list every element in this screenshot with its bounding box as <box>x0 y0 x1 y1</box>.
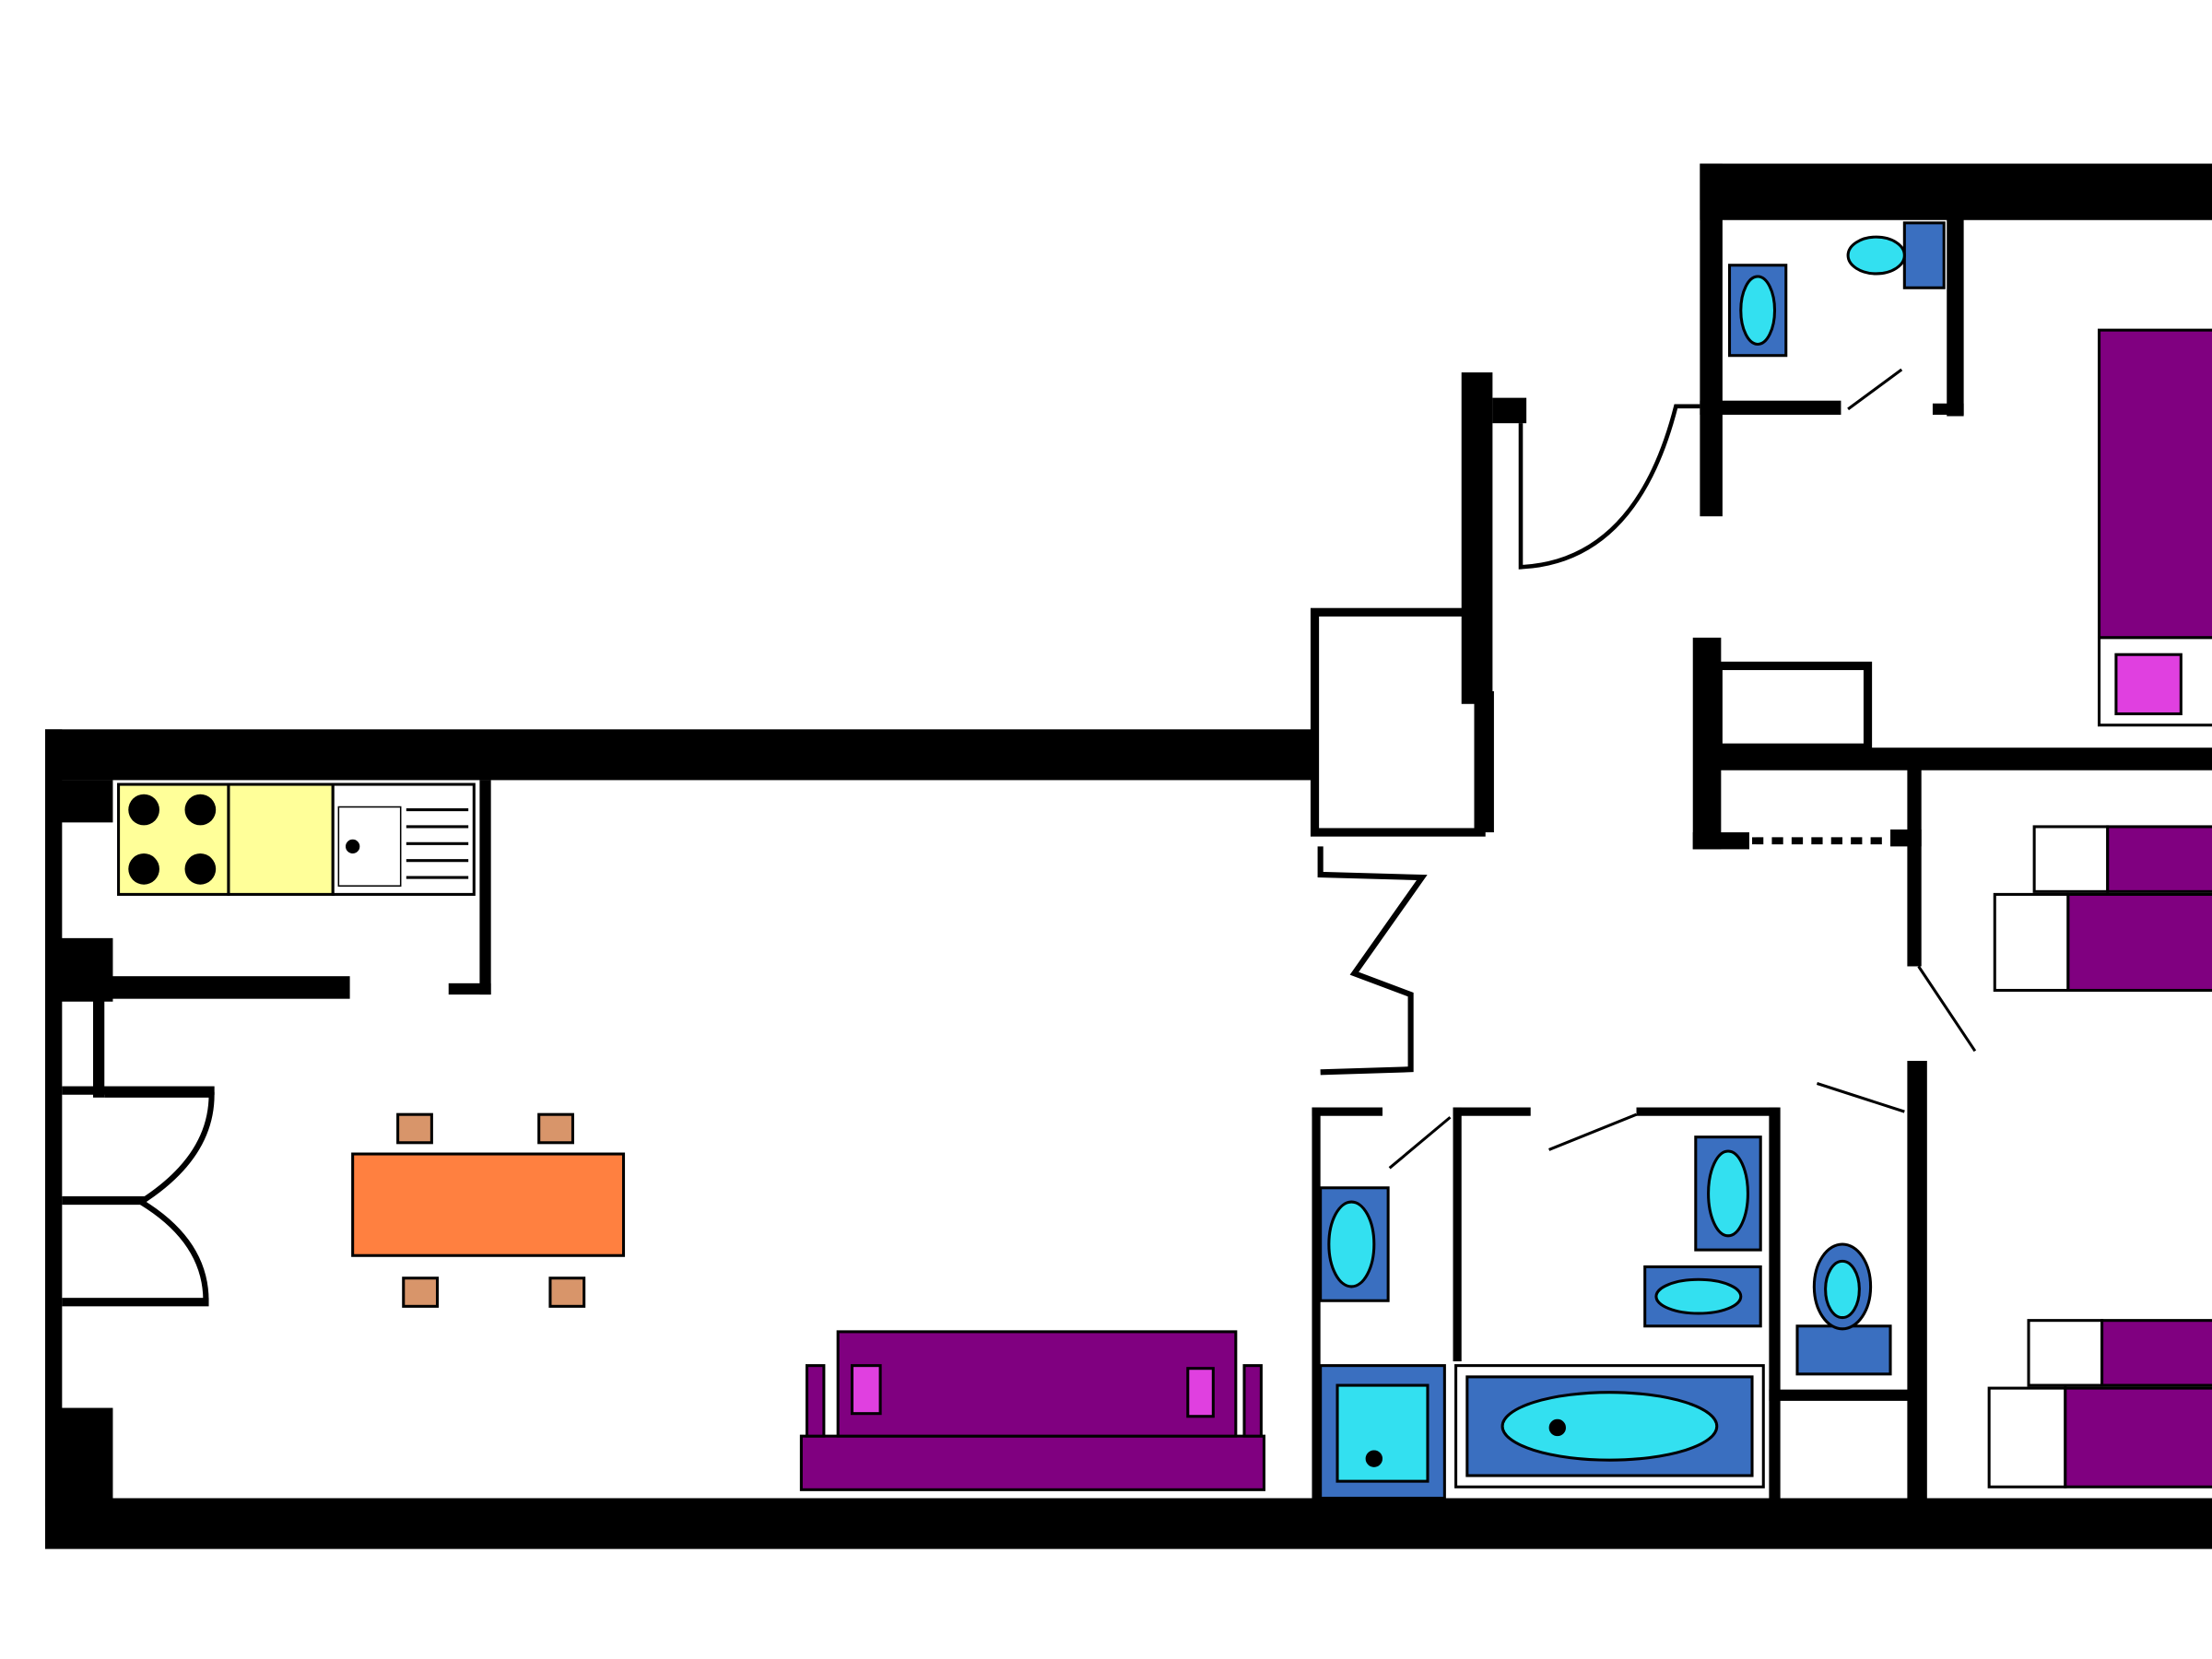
ensuite-toilet-tank <box>1902 221 1946 289</box>
wall-closet-b <box>62 1195 147 1206</box>
single-bed-lower-pillow <box>1987 1386 2067 1488</box>
wall-bath-left <box>1312 1107 1321 1503</box>
sofa-cushion <box>850 1364 882 1416</box>
single-bed-upper-pillow <box>2027 1319 2104 1387</box>
wall-left-lower <box>44 1407 113 1507</box>
wall-bath-top3 <box>1636 1107 1778 1116</box>
kitchen <box>117 782 476 896</box>
pillow <box>2114 653 2183 716</box>
bidet-basin <box>1654 1277 1743 1315</box>
door-bath <box>1388 1116 1452 1170</box>
wall-ensuite-floor <box>1700 400 1841 415</box>
wall-kitchen-stub <box>479 780 491 995</box>
wall-top-living <box>44 729 1315 781</box>
door-bedroom2 <box>1917 965 1977 1053</box>
burner-icon <box>128 794 159 826</box>
wall-left-inner-top <box>44 780 113 823</box>
wall-bedrooms-divider <box>1907 769 1922 967</box>
bunk-lower <box>2066 892 2212 993</box>
wall-bath-top2 <box>1453 1107 1531 1116</box>
bathtub-basin <box>1500 1391 1719 1462</box>
bathtub-drain-icon <box>1548 1418 1566 1437</box>
single-bed-lower <box>2064 1386 2212 1488</box>
door-bath2 <box>1548 1112 1638 1151</box>
ensuite-basin <box>1739 275 1777 346</box>
drainboard <box>406 808 469 879</box>
wall-closet-bottom-r <box>1890 830 1922 847</box>
burner-icon <box>184 853 217 885</box>
chair <box>537 1112 574 1145</box>
wall-bath-mid <box>1453 1107 1462 1362</box>
wall-closet-a <box>62 1086 215 1095</box>
dining-table <box>351 1152 626 1257</box>
outlines <box>104 368 1977 1301</box>
wall-bedroom-left <box>1700 163 1723 517</box>
burner-icon <box>184 794 217 826</box>
wall-left <box>44 729 63 1548</box>
beds <box>1987 328 2212 1488</box>
closet-door-2 <box>139 1199 209 1301</box>
bath-basin <box>1327 1200 1376 1288</box>
wall-bottom <box>44 1498 2212 1549</box>
bath-basin-2 <box>1707 1149 1749 1238</box>
wall-ensuite-right-foot <box>1932 403 1964 415</box>
folding-door <box>1317 846 1428 1076</box>
sofa-arm-left <box>805 1364 826 1438</box>
counter <box>227 782 335 896</box>
chair <box>402 1277 440 1308</box>
wall-wc-right <box>1769 1107 1781 1503</box>
wall-kitchen-divider <box>99 976 350 999</box>
shower-floor <box>1335 1383 1430 1483</box>
sofa <box>799 1330 1265 1491</box>
sofa-cushion <box>1186 1367 1215 1418</box>
closet-box <box>1713 661 1873 752</box>
door-ensuite <box>1847 368 1903 411</box>
chair <box>548 1277 586 1308</box>
sofa-back <box>799 1434 1265 1491</box>
closet-door-1 <box>104 1091 215 1205</box>
wall-bath-top <box>1312 1107 1382 1116</box>
sofa-arm-right <box>1242 1364 1263 1438</box>
chair <box>396 1112 433 1145</box>
bunk-upper-pillow <box>2032 825 2110 893</box>
wall-closet-c <box>62 1298 209 1307</box>
wall-column-cap <box>1492 397 1527 424</box>
drain-icon <box>346 839 360 854</box>
bunk-upper <box>2106 825 2212 893</box>
wall-wc-bottom <box>1769 1389 1911 1401</box>
entrance-door-swing <box>1518 404 1700 570</box>
bathroom-fixtures <box>1319 221 1946 1500</box>
bunk-lower-pillow <box>1993 892 2070 993</box>
burner-icon <box>128 853 159 885</box>
shower-drain-icon <box>1365 1450 1382 1467</box>
wall-bedrooms-divider-low <box>1907 1061 1927 1512</box>
ensuite-toilet-bowl <box>1846 235 1906 276</box>
door-wc <box>1816 1082 1905 1113</box>
wall-ensuite-right <box>1947 211 1964 417</box>
walls <box>44 163 2212 1549</box>
wc-toilet-tank <box>1795 1324 1892 1376</box>
wc-toilet-seat <box>1824 1259 1861 1320</box>
wall-closet-bottom <box>1692 832 1749 850</box>
dining <box>351 1112 626 1308</box>
wall-top-right <box>1700 163 2212 220</box>
double-bed <box>2098 328 2212 640</box>
wall-closet-d <box>93 998 105 1098</box>
wall-kitchen-stub-foot <box>448 982 491 995</box>
single-bed-upper <box>2100 1319 2212 1387</box>
storage-cupboard <box>1310 607 1486 837</box>
sofa-seat <box>836 1330 1238 1438</box>
